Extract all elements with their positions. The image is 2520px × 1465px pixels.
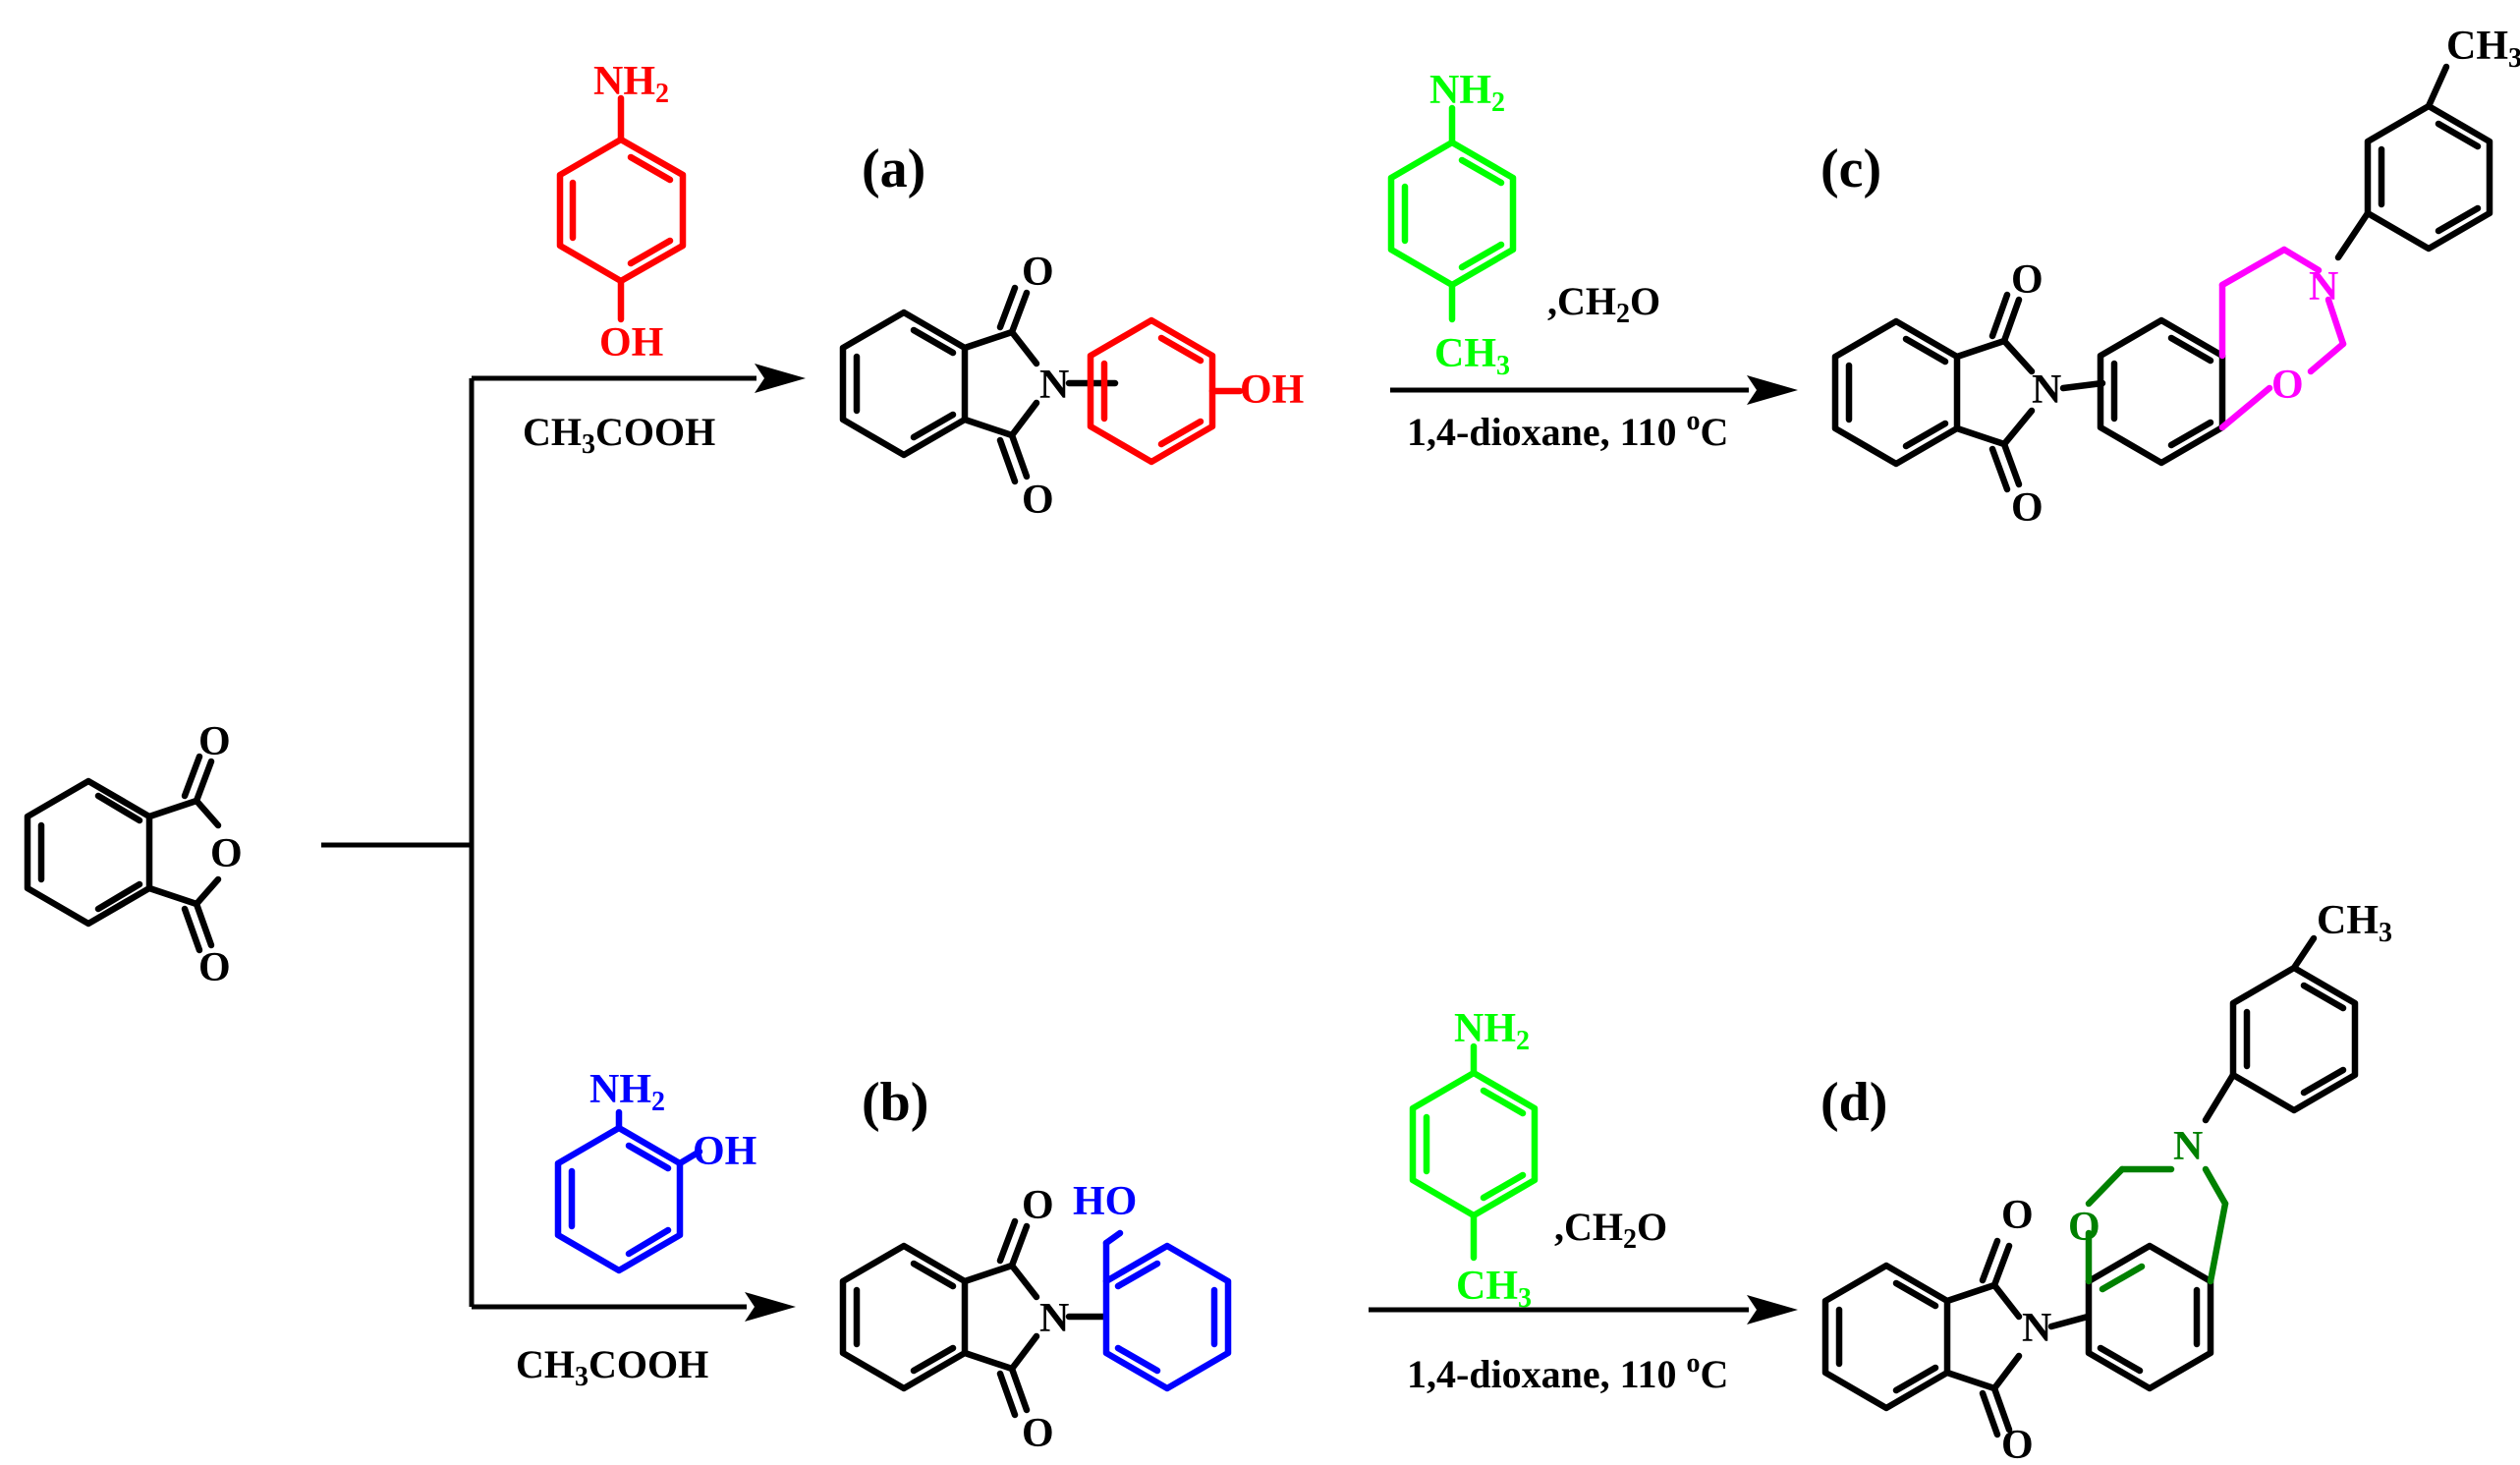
condition-formaldehyde-bottom: ,CH2O <box>1554 1205 1667 1255</box>
condition-dioxane-top: 1,4-dioxane, 110 oC <box>1407 406 1728 454</box>
svg-text:CH3: CH3 <box>1456 1264 1532 1314</box>
condition-dioxane-bottom: 1,4-dioxane, 110 oC <box>1407 1348 1728 1396</box>
atom-o: O <box>1022 250 1054 295</box>
atom-o: O <box>2001 1193 2034 1238</box>
atom-oh: OH <box>1240 367 1304 413</box>
label-a: (a) <box>862 139 925 199</box>
svg-text:NH2: NH2 <box>593 59 669 109</box>
label-d: (d) <box>1820 1072 1887 1133</box>
atom-ch: CH <box>1434 331 1496 376</box>
atom-o: O <box>2011 257 2044 303</box>
svg-text:CH3: CH3 <box>1434 331 1510 381</box>
atom-o: O <box>1022 1183 1054 1228</box>
subscript-2: 2 <box>1516 1026 1530 1056</box>
atom-nh: NH <box>593 59 655 104</box>
atom-o: O <box>198 719 231 764</box>
atom-n: N <box>1039 363 1069 408</box>
atom-o: O <box>198 945 231 990</box>
compound-c: O N O N O CH3 <box>1831 24 2520 531</box>
atom-o: O <box>2271 363 2304 408</box>
atom-o: O <box>2001 1423 2034 1465</box>
phthalic-anhydride: O O O <box>24 719 243 990</box>
atom-oh: OH <box>693 1129 756 1174</box>
svg-text:CH3: CH3 <box>2446 24 2520 74</box>
subscript-2: 2 <box>651 1087 665 1117</box>
4-aminophenol: NH2 OH <box>556 59 687 366</box>
arrow-bottom-left <box>472 1292 796 1322</box>
subscript-3: 3 <box>2508 43 2520 74</box>
atom-nh: NH <box>1454 1006 1516 1051</box>
compound-a: O N O OH <box>839 250 1304 523</box>
svg-text:CH3: CH3 <box>2317 898 2392 948</box>
atom-n: N <box>2309 264 2338 310</box>
condition-formaldehyde-top: ,CH2O <box>1547 279 1660 329</box>
branch-lines <box>321 378 475 1307</box>
svg-text:NH2: NH2 <box>1454 1006 1530 1056</box>
condition-acetic-acid-top: CH3COOH <box>523 410 715 460</box>
atom-o: O <box>210 831 243 876</box>
atom-ch: CH <box>2446 24 2508 69</box>
atom-o: O <box>2011 485 2044 531</box>
arrow-top-right <box>1390 375 1798 405</box>
atom-oh: OH <box>599 320 663 366</box>
subscript-3: 3 <box>2379 918 2392 948</box>
svg-text:NH2: NH2 <box>589 1067 665 1117</box>
2-aminophenol: NH2 OH <box>554 1067 756 1274</box>
atom-o: O <box>2068 1205 2100 1250</box>
label-b: (b) <box>862 1072 928 1133</box>
p-toluidine-top: NH2 CH3 <box>1387 68 1517 381</box>
atom-o: O <box>1022 478 1054 523</box>
condition-acetic-acid-bottom: CH3COOH <box>516 1342 708 1392</box>
subscript-3: 3 <box>1496 351 1510 381</box>
atom-ch: CH <box>2317 898 2379 943</box>
atom-o: O <box>1022 1411 1054 1456</box>
compound-b: O N O HO <box>839 1179 1232 1456</box>
arrow-bottom-right <box>1369 1295 1798 1324</box>
subscript-3: 3 <box>1518 1283 1532 1314</box>
subscript-2: 2 <box>655 79 669 109</box>
subscript-2: 2 <box>1491 87 1505 118</box>
atom-ho: HO <box>1073 1179 1137 1224</box>
atom-n: N <box>1039 1296 1069 1341</box>
atom-nh: NH <box>1429 68 1491 113</box>
atom-n: N <box>2032 367 2061 413</box>
atom-n: N <box>2173 1124 2203 1169</box>
atom-ch: CH <box>1456 1264 1518 1309</box>
atom-nh: NH <box>589 1067 651 1112</box>
compound-d: O N O N O CH3 <box>1821 898 2392 1465</box>
svg-text:NH2: NH2 <box>1429 68 1505 118</box>
arrow-top-left <box>472 364 806 393</box>
p-toluidine-bottom: NH2 CH3 <box>1409 1006 1539 1314</box>
atom-n: N <box>2022 1306 2051 1351</box>
label-c: (c) <box>1820 139 1881 199</box>
